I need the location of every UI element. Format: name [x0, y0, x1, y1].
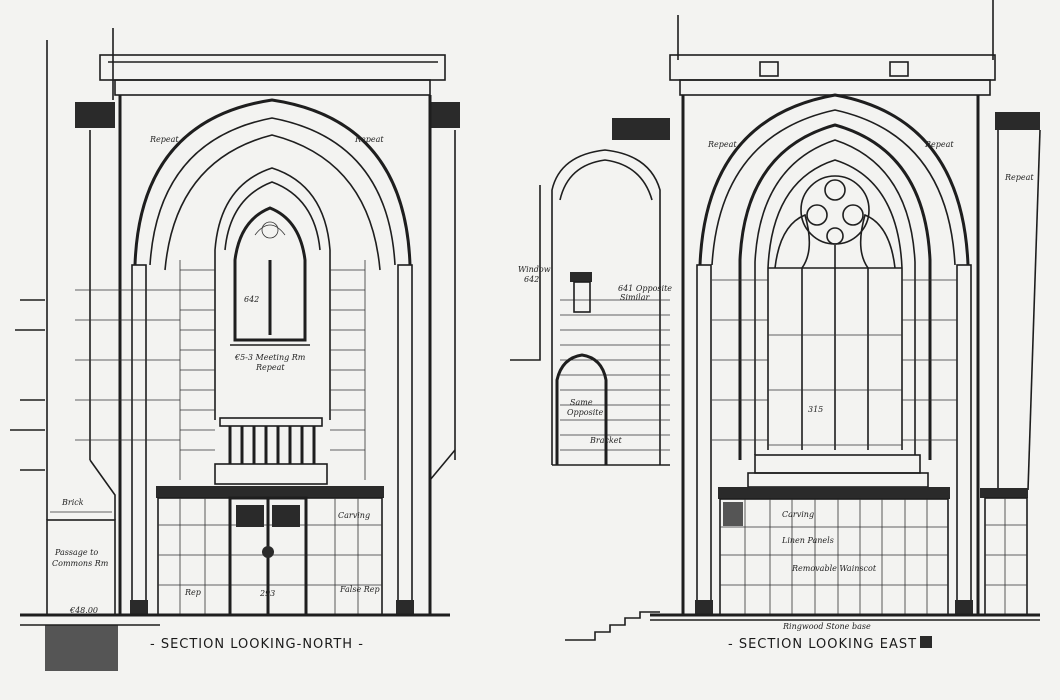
- label-carving: Carving: [782, 510, 814, 519]
- north-annotations: Repeat Repeat 642 €5-3 Meeting Rm Repeat…: [52, 135, 384, 652]
- label-repeat: Repeat: [1004, 173, 1034, 182]
- label-repeat: Repeat: [354, 135, 384, 144]
- label-removable-wainscot: Removable Wainscot: [791, 564, 877, 573]
- label-passage: Commons Rm: [52, 559, 109, 568]
- label-door: Same: [570, 398, 593, 407]
- label-rep: Rep: [184, 588, 201, 597]
- label-window-ref: Window: [518, 265, 551, 274]
- section-north: [10, 28, 460, 671]
- label-false-rep: False Rep: [339, 585, 380, 594]
- title-section-east: - SECTION LOOKING EAST: [728, 637, 917, 652]
- title-section-north: - SECTION LOOKING-NORTH -: [150, 637, 364, 652]
- label-opposite: Similar: [620, 293, 651, 302]
- north-arrow-mark: [920, 636, 932, 648]
- label-passage: Passage to: [54, 548, 98, 557]
- window-tracery: [768, 175, 902, 450]
- label-linen-panels: Linen Panels: [781, 536, 834, 545]
- label-carving: Carving: [338, 511, 370, 520]
- label-window-number: 315: [808, 405, 823, 414]
- label-meeting-room: €5-3 Meeting Rm: [234, 353, 306, 362]
- label-repeat: Repeat: [924, 140, 954, 149]
- label-window-ref: 642: [524, 275, 539, 284]
- label-meeting-room-sub: Repeat: [255, 363, 285, 372]
- label-door-number: 293: [259, 589, 275, 598]
- section-east: [510, 0, 1041, 641]
- label-stone-base: Ringwood Stone base: [782, 622, 871, 631]
- east-annotations: Repeat Repeat Repeat Window 642 641 Oppo…: [518, 140, 1034, 652]
- label-bracket: Bracket: [589, 436, 623, 445]
- label-repeat: Repeat: [149, 135, 179, 144]
- label-brick: Brick: [61, 498, 84, 507]
- label-door: Opposite: [567, 408, 603, 417]
- label-opposite: 641 Opposite: [618, 284, 672, 293]
- label-window-number: 642: [244, 295, 259, 304]
- label-level: €48.00: [69, 606, 98, 615]
- label-repeat: Repeat: [707, 140, 737, 149]
